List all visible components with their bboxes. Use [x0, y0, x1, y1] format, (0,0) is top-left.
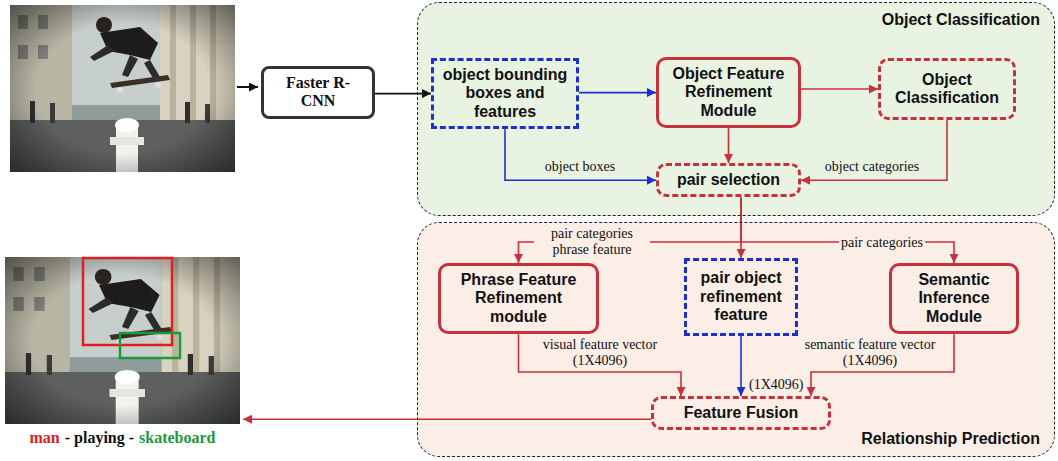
flow-arrow	[801, 88, 878, 90]
label-anchor: pair categories phrase feature	[534, 226, 650, 258]
model-box: Faster R-CNN	[261, 66, 375, 119]
output-arrow	[243, 418, 651, 420]
box-label: pair object refinement feature	[693, 269, 789, 324]
relation-word: man	[29, 428, 59, 447]
operation-box: Feature Fusion	[651, 396, 831, 430]
edge-label: semantic feature vector (1X4096)	[791, 337, 950, 369]
region-fill	[417, 222, 1055, 457]
flow-arrow	[728, 128, 730, 163]
flow-arrow	[740, 336, 742, 396]
flow-arrow	[741, 197, 954, 263]
flow-arrow	[505, 129, 656, 180]
edge-label: pair categories	[839, 235, 925, 251]
data-box: pair object refinement feature	[684, 258, 798, 336]
label-anchor: visual feature vector (1X4096)	[521, 337, 680, 369]
box-label: Object Feature Refinement Module	[665, 65, 792, 120]
label-anchor: semantic feature vector (1X4096)	[791, 337, 950, 369]
flow-arrow	[519, 197, 742, 263]
flow-arrow	[375, 93, 431, 95]
edge-label: object categories	[823, 159, 921, 175]
box-label: Phrase Feature Refinement module	[447, 271, 590, 326]
box-label: Feature Fusion	[684, 404, 799, 422]
operation-box: pair selection	[656, 163, 801, 197]
region-fills	[417, 2, 1055, 457]
label-anchor: pair categories	[839, 233, 925, 251]
flow-arrow	[801, 120, 947, 180]
stage-region: Relationship Prediction Phrase Feature Re…	[417, 222, 1055, 457]
module-box: Phrase Feature Refinement module	[438, 263, 599, 334]
box-label: object bounding boxes and features	[440, 66, 570, 121]
edge-label: visual feature vector (1X4096)	[521, 337, 680, 369]
relation-caption: man - playing - skateboard	[5, 428, 240, 447]
object-bounding-box	[120, 333, 180, 358]
region-heading: Object Classification	[882, 11, 1040, 29]
edge-label: (1X4096)	[747, 377, 805, 393]
flow-arrow	[579, 92, 656, 94]
stage-region: Object Classification object bounding box…	[417, 2, 1055, 216]
output-photo	[5, 257, 240, 424]
region-heading: Relationship Prediction	[861, 430, 1040, 448]
label-anchor: (1X4096)	[747, 375, 805, 393]
relation-word: - playing -	[65, 428, 134, 447]
module-box: Object Feature Refinement Module	[656, 57, 801, 128]
module-box: Semantic Inference Module	[889, 263, 1019, 334]
input-arrow	[237, 86, 258, 88]
box-label: Faster R-CNN	[270, 74, 366, 111]
relation-word: skateboard	[139, 428, 215, 447]
label-anchor: object categories	[823, 157, 921, 175]
box-label: pair selection	[677, 171, 780, 189]
data-box: object bounding boxes and features	[431, 58, 579, 129]
flow-arrow	[519, 334, 682, 396]
region-fill	[417, 2, 1055, 216]
edge-label: pair categories phrase feature	[534, 226, 650, 258]
label-anchor: object boxes	[543, 157, 617, 175]
box-label: Semantic Inference Module	[898, 271, 1010, 326]
operation-box: Object Classification	[878, 58, 1016, 120]
box-label: Object Classification	[887, 71, 1007, 108]
input-photo	[10, 5, 235, 172]
edge-label: object boxes	[543, 159, 617, 175]
